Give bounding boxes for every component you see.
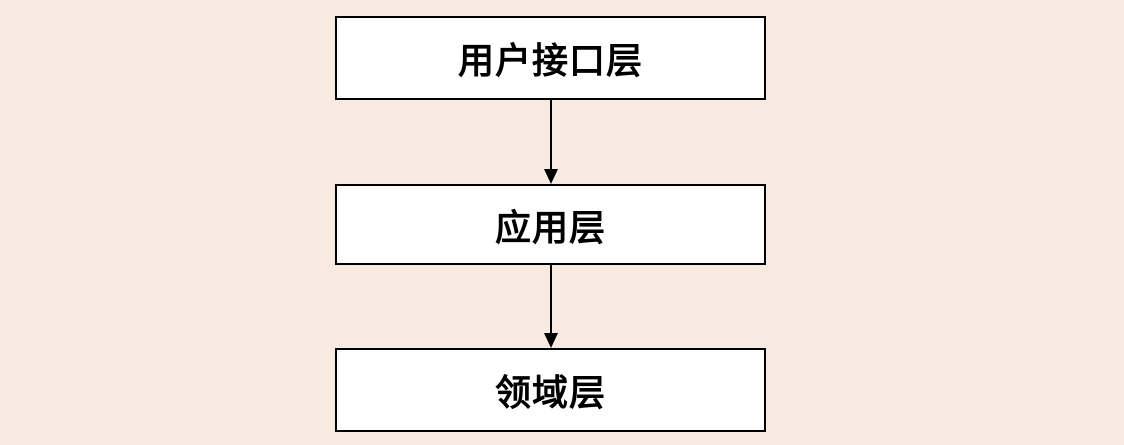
node-application-layer: 应用层 xyxy=(335,184,766,265)
node-user-interface-layer: 用户接口层 xyxy=(335,16,766,100)
arrowhead-icon xyxy=(544,333,558,348)
arrow-down-icon xyxy=(544,265,558,348)
arrow-down-icon xyxy=(544,100,558,184)
node-application-layer-label: 应用层 xyxy=(494,206,606,248)
arrowhead-icon xyxy=(544,169,558,184)
node-domain-layer-label: 领域层 xyxy=(494,372,606,413)
arrow-shaft xyxy=(550,100,552,169)
node-domain-layer: 领域层 xyxy=(335,348,766,432)
arrow-shaft xyxy=(550,265,552,333)
node-user-interface-layer-label: 用户接口层 xyxy=(457,40,643,81)
